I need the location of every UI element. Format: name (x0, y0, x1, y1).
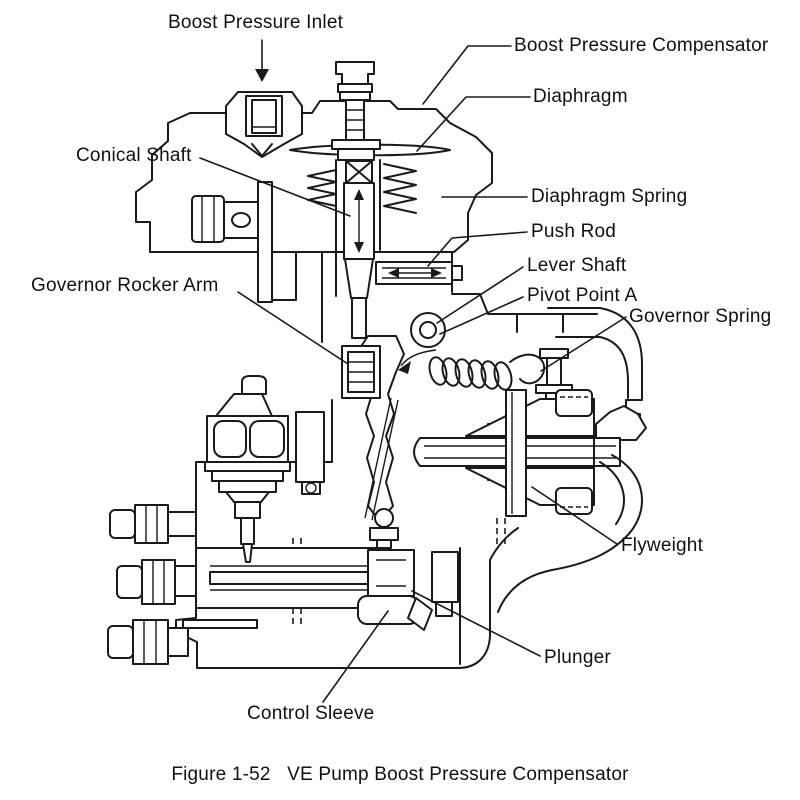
left-fitting (191, 181, 273, 303)
hex-fitting-bottom (107, 619, 189, 665)
leader-lines (199, 39, 627, 703)
label-plunger: Plunger (544, 647, 611, 668)
label-control-sleeve: Control Sleeve (247, 703, 375, 724)
tappet-assembly (407, 547, 461, 665)
figure-caption: Figure 1-52 VE Pump Boost Pressure Compe… (171, 764, 629, 785)
governor-spring-coil (428, 348, 573, 401)
flyweight-assembly (413, 389, 644, 613)
boost-inlet-fitting (225, 91, 303, 158)
label-diaphragm-spring: Diaphragm Spring (531, 186, 688, 207)
label-boost-pressure-compensator: Boost Pressure Compensator (514, 35, 769, 56)
compensator-housing (135, 100, 493, 343)
label-governor-rocker-arm: Governor Rocker Arm (31, 275, 219, 296)
diaphragm-plate (289, 139, 451, 161)
label-governor-spring: Governor Spring (629, 306, 772, 327)
top-bolt (335, 61, 375, 143)
hex-fitting-top (109, 504, 197, 544)
conical-shaft-part (335, 159, 381, 339)
label-boost-pressure-inlet: Boost Pressure Inlet (168, 12, 344, 33)
control-sleeve-part (357, 549, 419, 625)
hex-fitting-middle (116, 559, 197, 605)
label-conical-shaft: Conical Shaft (76, 145, 192, 166)
lever-shaft-pivot (410, 312, 446, 348)
governor-cover (451, 293, 647, 456)
plunger-barrel (195, 547, 385, 609)
governor-rocker-arm-part (341, 335, 405, 549)
push-rod-part (375, 261, 463, 285)
delivery-valve-holder (204, 375, 325, 563)
label-flyweight: Flyweight (621, 535, 704, 556)
label-lever-shaft: Lever Shaft (527, 255, 627, 276)
direction-arrow (398, 349, 437, 374)
label-push-rod: Push Rod (531, 221, 617, 242)
label-diaphragm: Diaphragm (533, 86, 628, 107)
label-pivot-point-a: Pivot Point A (527, 285, 638, 306)
